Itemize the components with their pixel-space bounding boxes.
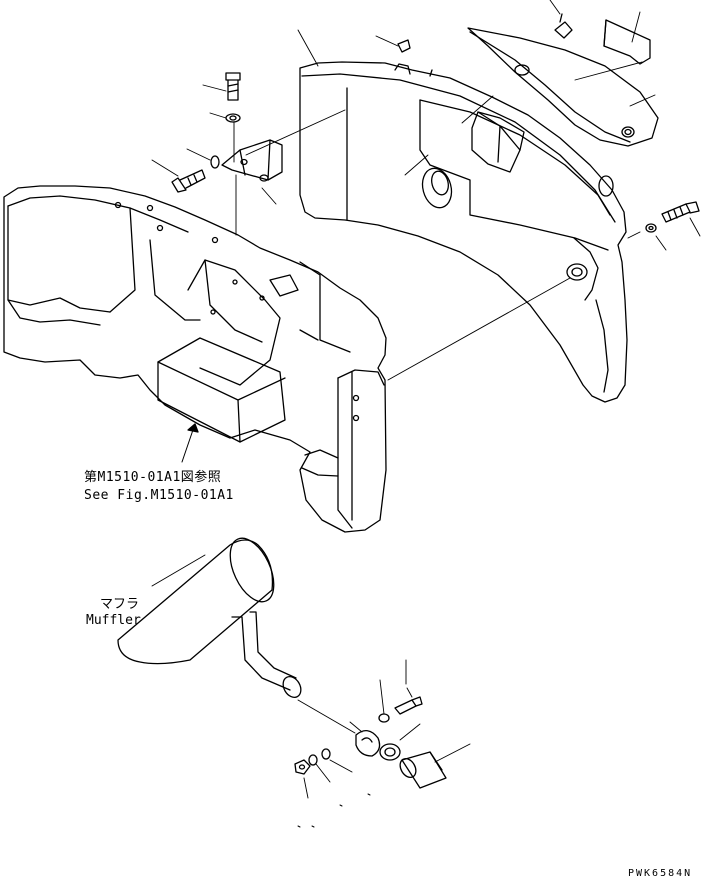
cover-fasteners [297, 0, 656, 176]
cover-plate [467, 19, 659, 147]
reference-arrow [181, 423, 199, 463]
side-bolt [387, 201, 701, 381]
counterweight [299, 61, 628, 403]
muffler-label-english: Muffler [86, 613, 141, 628]
frame-reference [3, 185, 387, 533]
exhaust-clamp [294, 659, 471, 828]
reference-label-english: See Fig.M1510-01A1 [84, 488, 234, 503]
reference-label-japanese: 第M1510-01A1図参照 [84, 470, 222, 485]
drawing-code: PWK6584N [628, 868, 693, 879]
bracket-fasteners [151, 72, 346, 236]
muffler-label-japanese: マフラ [100, 597, 140, 612]
muffler [117, 537, 356, 734]
